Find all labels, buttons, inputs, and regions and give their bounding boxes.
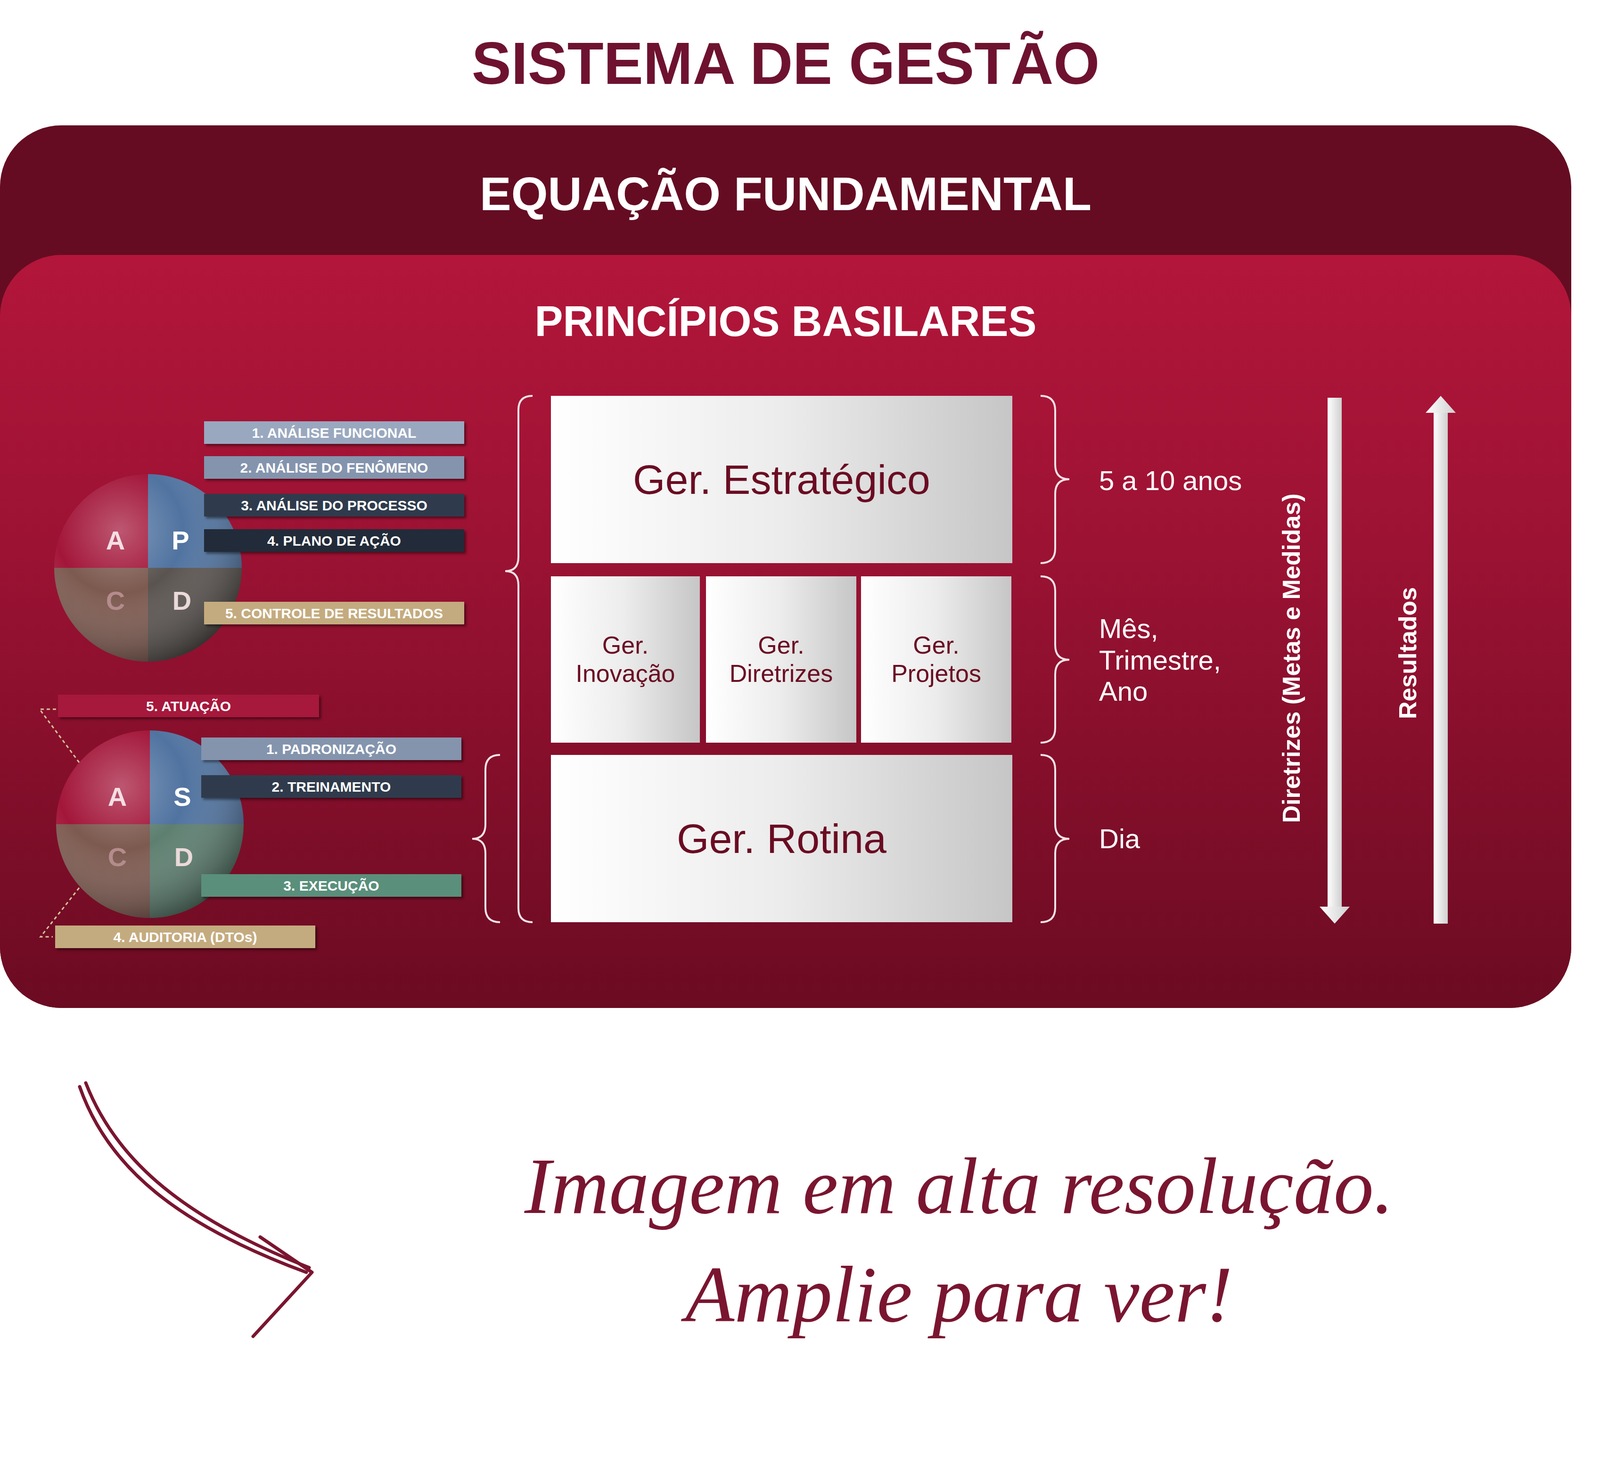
step-label-bar: 3. EXECUÇÃO	[201, 874, 462, 897]
cycle-letter: A	[106, 527, 125, 554]
step-label-bar: 4. AUDITORIA (DTOs)	[55, 925, 316, 949]
directive-arrow-head	[1319, 906, 1350, 924]
step-label: 5. CONTROLE DE RESULTADOS	[225, 605, 444, 622]
hand-drawn-arrow	[253, 1237, 312, 1337]
hand-drawn-arrow	[79, 1086, 307, 1273]
period-label: Dia	[1099, 823, 1141, 855]
step-label-bar: 1. ANÁLISE FUNCIONAL	[204, 421, 465, 444]
cycle-leader-line	[39, 709, 80, 763]
box-label: Ger. Projetos	[891, 631, 982, 689]
cycle-letter: D	[172, 587, 192, 615]
curly-bracket	[1040, 576, 1070, 743]
equation-band: EQUAÇÃO FUNDAMENTAL PRINCÍPIOS BASILARES A…	[0, 125, 1572, 1009]
curly-bracket	[472, 754, 501, 923]
cycle-letter: P	[171, 527, 189, 554]
cycle-letter: C	[107, 844, 127, 871]
handwritten-note: Imagem em alta resolução. Amplie para ve…	[456, 1132, 1462, 1349]
step-label-bar: 3. ANÁLISE DO PROCESSO	[204, 493, 465, 517]
step-label: 4. AUDITORIA (DTOs)	[113, 929, 257, 945]
cycle-letter: C	[106, 587, 125, 615]
step-label-bar: 1. PADRONIZAÇÃO	[201, 737, 462, 761]
panel-heading: EQUAÇÃO FUNDAMENTAL	[0, 165, 1572, 222]
curly-bracket	[1040, 395, 1070, 564]
diagram-title: SISTEMA DE GESTÃO	[0, 27, 1572, 99]
management-box: Ger. Diretrizes	[705, 576, 857, 743]
cycle-letter: A	[107, 783, 127, 811]
step-label-bar: 5. ATUAÇÃO	[57, 694, 320, 718]
step-label: 3. ANÁLISE DO PROCESSO	[240, 497, 428, 514]
step-label: 3. EXECUÇÃO	[283, 877, 379, 894]
step-label-bar: 2. ANÁLISE DO FENÔMENO	[204, 456, 465, 479]
hand-drawn-arrow	[85, 1083, 310, 1268]
principles-panel: PRINCÍPIOS BASILARES A P C D 1. ANÁLISE FUNCI…	[0, 254, 1572, 1009]
box-label: Ger. Diretrizes	[729, 631, 834, 689]
box-label: Ger. Rotina	[676, 814, 887, 863]
cycle-letter: D	[174, 844, 194, 871]
step-label: 1. PADRONIZAÇÃO	[266, 741, 397, 757]
cycle-letter: S	[173, 783, 191, 811]
panel-heading: PRINCÍPIOS BASILARES	[0, 295, 1572, 347]
step-label: 2. TREINAMENTO	[271, 779, 392, 795]
box-label: Ger. Inovação	[575, 631, 675, 689]
step-label-bar: 2. TREINAMENTO	[201, 775, 462, 798]
step-label: 1. ANÁLISE FUNCIONAL	[252, 425, 417, 441]
directive-arrow-shaft	[1327, 397, 1342, 907]
management-box: Ger. Estratégico	[550, 395, 1013, 564]
curly-bracket	[505, 395, 533, 923]
result-arrow-head	[1425, 395, 1456, 413]
cycle-leader-line	[40, 887, 80, 937]
period-label: 5 a 10 anos	[1099, 465, 1242, 497]
curly-bracket	[1040, 754, 1070, 923]
result-arrow-shaft	[1433, 412, 1448, 924]
step-label: 4. PLANO DE AÇÃO	[267, 533, 402, 549]
step-label: 5. ATUAÇÃO	[146, 698, 231, 714]
management-box: Ger. Projetos	[861, 576, 1012, 743]
step-label-bar: 4. PLANO DE AÇÃO	[204, 529, 465, 552]
box-label: Ger. Estratégico	[632, 455, 931, 504]
axis-label: Resultados	[1394, 587, 1423, 720]
period-label: Mês, Trimestre, Ano	[1099, 613, 1222, 708]
step-label: 2. ANÁLISE DO FENÔMENO	[240, 459, 429, 476]
management-box: Ger. Rotina	[550, 754, 1013, 923]
axis-label: Diretrizes (Metas e Medidas)	[1277, 493, 1306, 823]
step-label-bar: 5. CONTROLE DE RESULTADOS	[204, 601, 465, 625]
management-box: Ger. Inovação	[550, 576, 700, 743]
